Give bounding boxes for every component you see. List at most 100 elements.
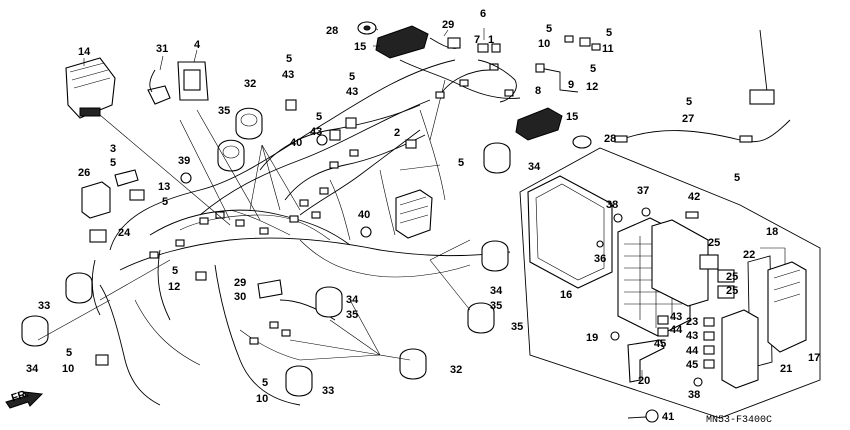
callout: 23 [686, 316, 698, 328]
callout: 24 [118, 227, 131, 239]
callout: 15 [354, 41, 366, 53]
callout: 45 [654, 338, 666, 350]
clamp-35-left [217, 139, 245, 172]
callout: 29 [442, 19, 454, 31]
part-31-bracket [147, 69, 171, 105]
callout: 39 [178, 155, 190, 167]
callout: 10 [538, 38, 550, 50]
callout: 12 [586, 81, 598, 93]
part-43-44-45-clips [657, 315, 715, 369]
leader-lines [37, 27, 786, 380]
clamp-32-top [235, 107, 263, 140]
callout: 5 [110, 157, 116, 169]
part-15-cover-mid [515, 107, 563, 141]
callout: 7 [474, 34, 480, 46]
callout: 34 [346, 294, 359, 306]
callout: 12 [168, 281, 180, 293]
callout: 25 [726, 285, 738, 297]
callout: 5 [66, 347, 72, 359]
callout: 32 [244, 78, 256, 90]
callout-labels: 14 31 4 28 15 29 6 7 1 5 10 5 11 5 12 9 … [10, 8, 820, 426]
callout: 33 [38, 300, 50, 312]
callout: 44 [686, 345, 699, 357]
part-10-11-12-connectors [564, 35, 601, 51]
part-2-clip [405, 139, 417, 149]
callout: 5 [458, 157, 464, 169]
callout: 14 [78, 46, 91, 58]
callout: 34 [26, 363, 39, 375]
part-12-left [195, 271, 207, 281]
part-29-30-clip [257, 279, 283, 299]
part-16-fuse-box-case [527, 175, 613, 289]
part-29-clamp-top [429, 37, 461, 49]
callout: 34 [490, 285, 503, 297]
part-37-38-42-screws [596, 207, 699, 248]
part-10-left-clip [95, 354, 109, 366]
callout: 35 [490, 300, 502, 312]
part-40-grommet-top [316, 134, 328, 146]
callout: 25 [726, 271, 738, 283]
callout: 17 [808, 352, 820, 364]
front-direction-label: FR. [10, 388, 31, 405]
part-13-connector [129, 189, 145, 201]
part-4-stay [177, 61, 209, 101]
clamp-33-left [65, 272, 93, 304]
callout: 35 [218, 105, 230, 117]
clamp-34-right [483, 142, 511, 174]
callout: 25 [708, 237, 720, 249]
front-direction-arrow [5, 391, 44, 409]
callout: 5 [734, 172, 740, 184]
part-21-fuse-cover [721, 309, 759, 389]
callout: 16 [560, 289, 572, 301]
part-26-relay [81, 181, 111, 219]
callout: 18 [766, 226, 778, 238]
callout: 5 [546, 23, 552, 35]
part-3-5-connector [114, 169, 139, 187]
diagram-code: MN53-F3400C [706, 415, 772, 426]
part-28-grommet-top [357, 21, 377, 35]
callout: 26 [78, 167, 90, 179]
callout: 43 [310, 126, 322, 138]
callout: 9 [568, 79, 574, 91]
part-40-bolt-mid [360, 226, 372, 238]
callout: 45 [686, 359, 698, 371]
callout: 37 [637, 185, 649, 197]
part-39-bolt [180, 172, 192, 184]
clamp-32-bottom [399, 348, 427, 380]
callout: 5 [286, 53, 292, 65]
callout: 5 [172, 265, 178, 277]
clamp-34-left [21, 315, 49, 347]
part-43-clips-top [285, 99, 357, 141]
callout: 5 [590, 63, 596, 75]
part-20-stay [627, 339, 665, 383]
clamp-34-mid [481, 240, 509, 272]
part-14-relay-cover [65, 57, 116, 119]
callout: 1 [488, 34, 494, 46]
part-25-relays [699, 254, 735, 299]
part-9-wire [535, 63, 579, 93]
callout: 33 [322, 385, 334, 397]
callout: 11 [602, 43, 614, 55]
callout: 32 [450, 364, 462, 376]
callout: 31 [156, 43, 168, 55]
callout: 35 [511, 321, 523, 333]
callout: 38 [688, 389, 700, 401]
harness-connectors [149, 63, 514, 345]
callout: 41 [662, 411, 674, 423]
callout: 3 [110, 143, 116, 155]
callout: 40 [358, 209, 370, 221]
callout: 30 [234, 291, 246, 303]
callout: 5 [349, 71, 355, 83]
callout: 5 [606, 27, 612, 39]
callout: 27 [682, 113, 694, 125]
part-38-bottom-bolt [693, 377, 703, 387]
callout: 36 [594, 253, 606, 265]
callout: 34 [528, 161, 541, 173]
part-18-17-cover [767, 261, 807, 353]
callout: 38 [606, 199, 618, 211]
part-41-bolt [627, 409, 659, 423]
part-24-connector [89, 229, 107, 243]
fuse-box-frame [519, 147, 821, 419]
callout: 42 [688, 191, 700, 203]
